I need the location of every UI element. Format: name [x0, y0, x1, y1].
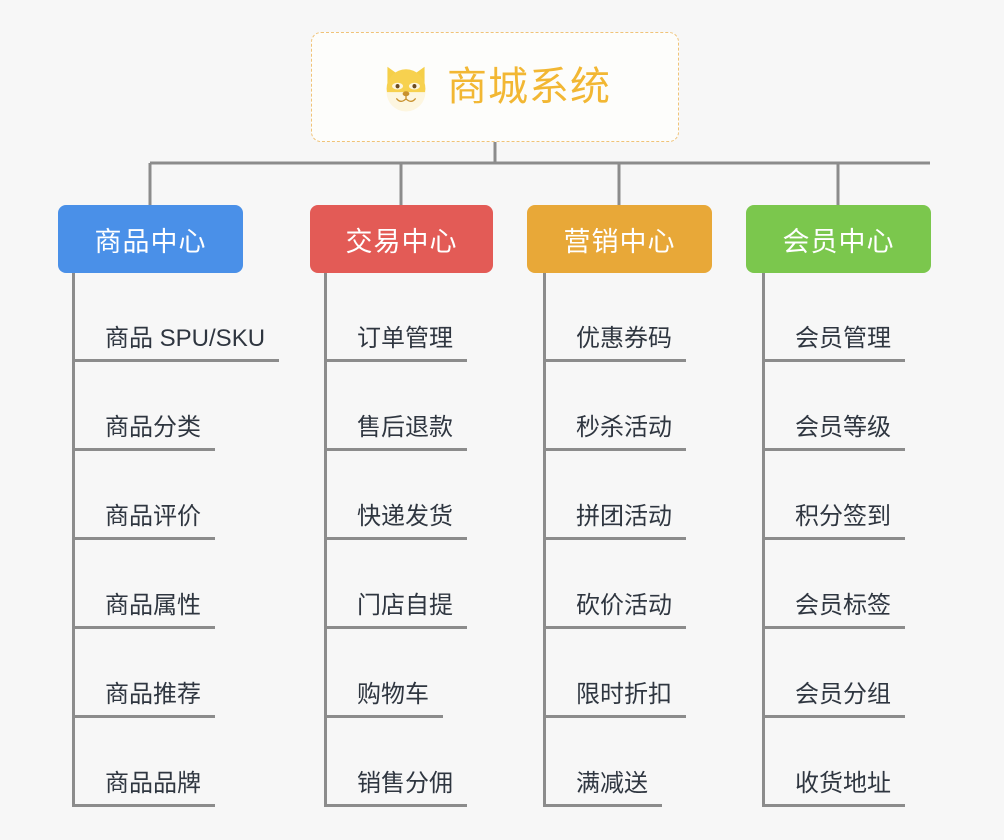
leaf-item-underline: 收货地址	[765, 769, 905, 807]
leaf-item-underline: 秒杀活动	[546, 413, 686, 451]
leaf-item[interactable]: 快递发货	[324, 451, 467, 540]
leaf-column-trade-center: 订单管理售后退款快递发货门店自提购物车销售分佣	[324, 273, 584, 807]
leaf-item-label: 会员管理	[795, 324, 891, 352]
leaf-item-label: 限时折扣	[576, 680, 672, 708]
leaf-item[interactable]: 优惠券码	[543, 273, 686, 362]
leaf-item[interactable]: 收货地址	[762, 718, 905, 807]
leaf-item-underline: 快递发货	[327, 502, 467, 540]
leaf-item[interactable]: 门店自提	[324, 540, 467, 629]
leaf-item-underline: 会员管理	[765, 324, 905, 362]
leaf-item[interactable]: 售后退款	[324, 362, 467, 451]
category-header-marketing-center[interactable]: 营销中心	[527, 205, 712, 273]
category-header-trade-center[interactable]: 交易中心	[310, 205, 493, 273]
leaf-item[interactable]: 秒杀活动	[543, 362, 686, 451]
leaf-item[interactable]: 订单管理	[324, 273, 467, 362]
leaf-item[interactable]: 商品分类	[72, 362, 215, 451]
leaf-item-underline: 商品品牌	[75, 769, 215, 807]
column-spine	[72, 273, 75, 807]
leaf-item-underline: 商品推荐	[75, 680, 215, 718]
leaf-item-label: 销售分佣	[357, 769, 453, 797]
shiba-dog-face-icon	[379, 60, 433, 114]
category-header-member-center[interactable]: 会员中心	[746, 205, 931, 273]
category-header-label: 会员中心	[782, 226, 895, 257]
leaf-item-label: 会员标签	[795, 591, 891, 619]
leaf-item[interactable]: 会员标签	[762, 540, 905, 629]
category-header-label: 商品中心	[94, 226, 207, 257]
leaf-item[interactable]: 销售分佣	[324, 718, 467, 807]
leaf-item[interactable]: 商品品牌	[72, 718, 215, 807]
leaf-item-underline: 优惠券码	[546, 324, 686, 362]
category-header-label: 营销中心	[563, 226, 676, 257]
leaf-item[interactable]: 会员管理	[762, 273, 905, 362]
leaf-item[interactable]: 商品评价	[72, 451, 215, 540]
leaf-item-label: 积分签到	[795, 502, 891, 530]
leaf-item-underline: 商品评价	[75, 502, 215, 540]
leaf-item-label: 秒杀活动	[576, 413, 672, 441]
leaf-item-label: 门店自提	[357, 591, 453, 619]
leaf-item-label: 订单管理	[357, 324, 453, 352]
leaf-item-label: 快递发货	[357, 502, 453, 530]
leaf-item-label: 满减送	[576, 769, 648, 797]
leaf-item[interactable]: 商品属性	[72, 540, 215, 629]
root-node[interactable]: 商城系统	[311, 32, 679, 142]
leaf-item-underline: 限时折扣	[546, 680, 686, 718]
leaf-item-label: 砍价活动	[576, 591, 672, 619]
column-spine	[324, 273, 327, 807]
leaf-item-label: 会员分组	[795, 680, 891, 708]
leaf-item[interactable]: 商品推荐	[72, 629, 215, 718]
leaf-item-label: 售后退款	[357, 413, 453, 441]
category-header-label: 交易中心	[345, 226, 458, 257]
leaf-item-label: 商品品牌	[105, 769, 201, 797]
root-title: 商城系统	[447, 65, 611, 109]
leaf-item-label: 优惠券码	[576, 324, 672, 352]
leaf-item[interactable]: 砍价活动	[543, 540, 686, 629]
leaf-item-underline: 订单管理	[327, 324, 467, 362]
leaf-item-underline: 满减送	[546, 769, 662, 807]
leaf-item-label: 商品评价	[105, 502, 201, 530]
leaf-item[interactable]: 商品 SPU/SKU	[72, 273, 280, 362]
leaf-item[interactable]: 拼团活动	[543, 451, 686, 540]
leaf-item[interactable]: 积分签到	[762, 451, 905, 540]
leaf-item-underline: 门店自提	[327, 591, 467, 629]
leaf-item-underline: 会员标签	[765, 591, 905, 629]
leaf-item-underline: 拼团活动	[546, 502, 686, 540]
leaf-item-underline: 商品属性	[75, 591, 215, 629]
leaf-item-label: 购物车	[357, 680, 429, 708]
leaf-column-member-center: 会员管理会员等级积分签到会员标签会员分组收货地址	[762, 273, 1004, 807]
leaf-item[interactable]: 满减送	[543, 718, 662, 807]
leaf-item-label: 商品分类	[105, 413, 201, 441]
leaf-item[interactable]: 限时折扣	[543, 629, 686, 718]
leaf-item-underline: 售后退款	[327, 413, 467, 451]
leaf-item-label: 拼团活动	[576, 502, 672, 530]
category-header-product-center[interactable]: 商品中心	[58, 205, 243, 273]
leaf-item-underline: 会员分组	[765, 680, 905, 718]
leaf-item-underline: 商品分类	[75, 413, 215, 451]
leaf-item-underline: 积分签到	[765, 502, 905, 540]
leaf-item-label: 商品 SPU/SKU	[105, 324, 266, 352]
leaf-item-label: 商品推荐	[105, 680, 201, 708]
leaf-column-marketing-center: 优惠券码秒杀活动拼团活动砍价活动限时折扣满减送	[543, 273, 803, 807]
column-spine	[543, 273, 546, 807]
leaf-item-underline: 会员等级	[765, 413, 905, 451]
leaf-item-underline: 砍价活动	[546, 591, 686, 629]
leaf-item-underline: 商品 SPU/SKU	[75, 324, 280, 362]
leaf-column-product-center: 商品 SPU/SKU 商品分类商品评价商品属性商品推荐商品品牌	[72, 273, 332, 807]
leaf-item[interactable]: 会员分组	[762, 629, 905, 718]
leaf-item-label: 商品属性	[105, 591, 201, 619]
leaf-item[interactable]: 会员等级	[762, 362, 905, 451]
leaf-item-label: 会员等级	[795, 413, 891, 441]
leaf-item[interactable]: 购物车	[324, 629, 443, 718]
leaf-item-underline: 购物车	[327, 680, 443, 718]
leaf-item-underline: 销售分佣	[327, 769, 467, 807]
leaf-item-label: 收货地址	[795, 769, 891, 797]
column-spine	[762, 273, 765, 807]
